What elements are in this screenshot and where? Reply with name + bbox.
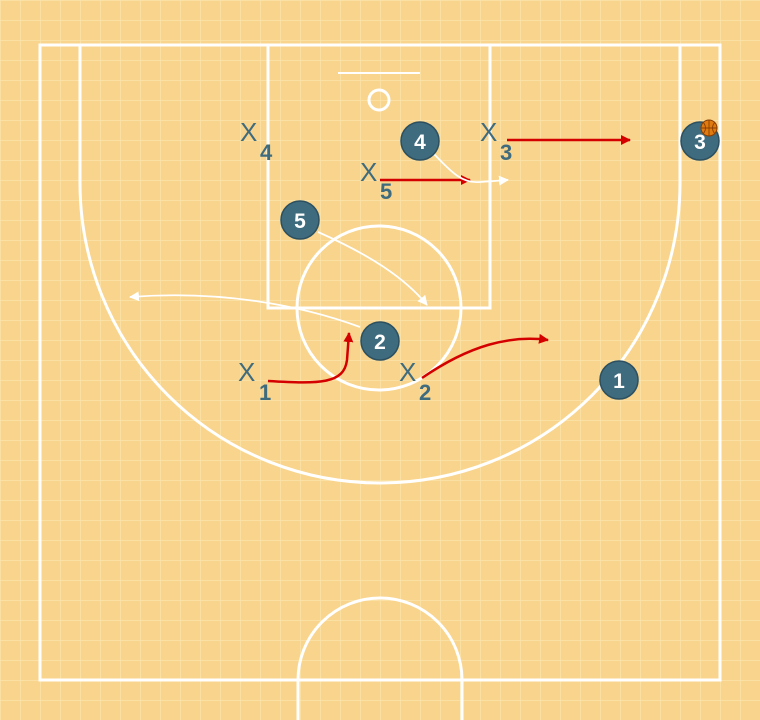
defense-movements bbox=[267, 135, 631, 384]
defender-x2[interactable]: X 2 bbox=[399, 357, 431, 405]
basketball-icon bbox=[700, 119, 718, 137]
player-circle bbox=[280, 200, 320, 240]
three-point-line bbox=[78, 45, 682, 485]
defender-x1-path bbox=[267, 332, 354, 384]
defender-number: 2 bbox=[419, 380, 431, 405]
player-number: 4 bbox=[414, 131, 426, 154]
defender-number: 5 bbox=[380, 179, 392, 204]
defenders: X 1 X 2 X 3 X 4 X 5 bbox=[238, 117, 512, 405]
player-number: 2 bbox=[374, 331, 386, 354]
defender-x5[interactable]: X 5 bbox=[360, 157, 392, 204]
player-1[interactable]: 1 bbox=[599, 360, 639, 400]
defender-x4[interactable]: X 4 bbox=[240, 117, 273, 165]
player-number: 1 bbox=[613, 370, 625, 393]
defender-mark: X bbox=[238, 357, 255, 387]
player-2-cut-path bbox=[129, 291, 361, 328]
player-5-cut-path bbox=[317, 231, 428, 306]
offense-movements bbox=[129, 151, 509, 328]
defender-x1[interactable]: X 1 bbox=[238, 357, 271, 405]
player-4[interactable]: 4 bbox=[400, 121, 440, 161]
player-number: 3 bbox=[694, 131, 706, 154]
player-circle bbox=[400, 121, 440, 161]
defender-number: 3 bbox=[500, 140, 512, 165]
defender-x3[interactable]: X 3 bbox=[480, 117, 512, 165]
court-lines bbox=[38, 43, 722, 720]
defender-number: 4 bbox=[260, 140, 273, 165]
player-4-cut-path bbox=[431, 151, 509, 186]
defender-x2-path bbox=[421, 333, 549, 380]
player-circle bbox=[599, 360, 639, 400]
free-throw-lane bbox=[266, 43, 492, 310]
defender-number: 1 bbox=[259, 380, 271, 405]
defender-mark: X bbox=[240, 117, 257, 147]
defender-mark: X bbox=[360, 157, 377, 187]
hoop bbox=[367, 88, 391, 112]
defender-mark: X bbox=[480, 117, 497, 147]
player-number: 5 bbox=[294, 210, 306, 233]
player-circle bbox=[360, 321, 400, 361]
center-circle bbox=[296, 596, 464, 720]
defender-mark: X bbox=[399, 357, 416, 387]
player-5[interactable]: 5 bbox=[280, 200, 320, 240]
player-2[interactable]: 2 bbox=[360, 321, 400, 361]
